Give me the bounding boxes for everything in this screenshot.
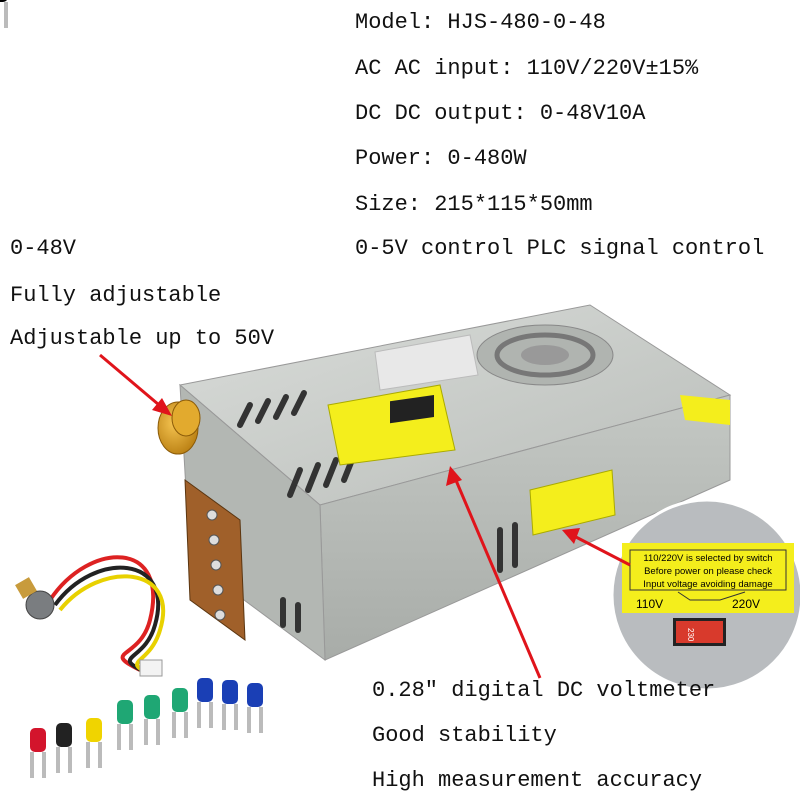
inset-line-1: 110/220V is selected by switch	[643, 553, 772, 564]
callout-adjustable-50v: Adjustable up to 50V	[10, 326, 275, 351]
spec-model: Model: HJS-480-0-48	[355, 10, 606, 35]
callout-voltmeter: 0.28″ digital DC voltmeter	[372, 678, 716, 703]
fan-grill	[476, 324, 614, 386]
spec-ac-input: AC AC input: 110V/220V±15%	[355, 56, 699, 81]
inset-220v: 220V	[732, 597, 760, 611]
fork-terminals	[0, 0, 265, 780]
callout-accuracy: High measurement accuracy	[372, 768, 703, 793]
switch-value: 230	[686, 628, 695, 642]
side-label	[680, 395, 730, 425]
spec-size: Size: 215*115*50mm	[355, 192, 593, 217]
power-supply-unit	[157, 304, 732, 662]
info-sticker	[374, 334, 479, 391]
voltage-switch-label	[529, 469, 616, 536]
switch-inset: 110/220V is selected by switch Before po…	[610, 498, 800, 692]
inset-label	[622, 543, 794, 613]
callout-arrows	[99, 353, 631, 679]
voltmeter-arrow	[453, 477, 542, 679]
voltage-adjust-knob	[157, 399, 201, 455]
vent-slots	[237, 390, 518, 633]
callout-stability: Good stability	[372, 723, 557, 748]
spec-power: Power: 0-480W	[355, 146, 527, 171]
inset-line-3: Input voltage avoiding damage	[643, 579, 772, 590]
callout-voltage-range: 0-48V	[10, 236, 77, 261]
spec-control: 0-5V control PLC signal control	[355, 236, 765, 261]
digital-voltmeter	[390, 395, 434, 424]
switch-arrow	[571, 533, 631, 567]
callout-fully-adjustable: Fully adjustable	[10, 283, 222, 308]
knob-arrow	[99, 353, 166, 412]
inset-line-2: Before power on please check	[644, 566, 772, 577]
inset-110v: 110V	[636, 597, 663, 611]
spec-dc-output: DC DC output: 0-48V10A	[355, 101, 646, 126]
potentiometer-accessory	[15, 555, 165, 677]
